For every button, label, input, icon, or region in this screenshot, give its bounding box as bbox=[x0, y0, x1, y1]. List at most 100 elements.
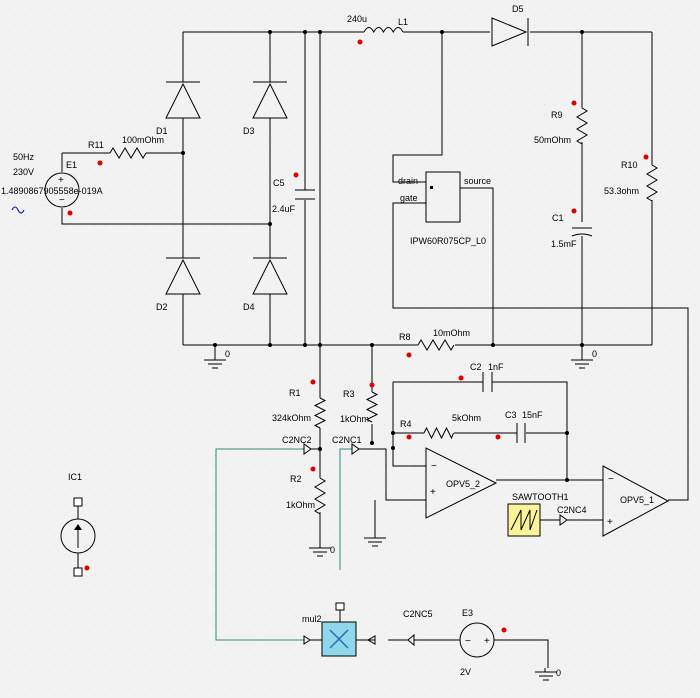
r3-value: 1kOhm bbox=[340, 414, 369, 424]
red-markers bbox=[67, 39, 649, 633]
sawtooth-name: SAWTOOTH1 bbox=[512, 492, 569, 502]
current-source-ic1[interactable]: IC1 bbox=[60, 472, 96, 577]
e1-name: E1 bbox=[66, 160, 77, 170]
r11-value: 100mOhm bbox=[122, 135, 164, 145]
svg-text:+: + bbox=[607, 517, 613, 528]
resistor-r10[interactable]: R10 53.3ohm bbox=[604, 160, 658, 202]
c2-value: 1nF bbox=[488, 362, 504, 372]
diode-d4[interactable]: D4 bbox=[243, 257, 288, 312]
e3-name: E3 bbox=[462, 608, 473, 618]
l1-name: L1 bbox=[398, 17, 408, 27]
d4-name: D4 bbox=[243, 302, 255, 312]
converter-c2nc1[interactable]: C2NC1 bbox=[332, 435, 364, 455]
capacitor-c3[interactable]: C3 15nF bbox=[505, 410, 543, 443]
svg-text:0: 0 bbox=[330, 545, 335, 555]
mosfet-ipw60r075cp[interactable]: drain gate source IPW60R075CP_L0 bbox=[398, 171, 491, 246]
capacitor-c5[interactable]: C5 2.4uF bbox=[272, 178, 315, 214]
opamp-opv5-1[interactable]: − + OPV5_1 bbox=[602, 465, 670, 537]
ac-source-e1[interactable]: + − E1 50Hz 230V 1.4890867905558e-019A bbox=[1, 152, 103, 214]
r10-value: 53.3ohm bbox=[604, 186, 639, 196]
ground-1: 0 bbox=[204, 349, 230, 369]
svg-text:−: − bbox=[59, 195, 65, 206]
c2nc1-name: C2NC1 bbox=[332, 435, 362, 445]
c2nc4-name: C2NC4 bbox=[557, 505, 587, 515]
ground-2: 0 bbox=[571, 349, 597, 369]
c2nc2-name: C2NC2 bbox=[282, 435, 312, 445]
svg-text:+: + bbox=[484, 636, 490, 647]
resistor-r3[interactable]: R3 1kOhm bbox=[340, 389, 379, 424]
e1-voltage: 230V bbox=[13, 167, 34, 177]
svg-text:+: + bbox=[58, 175, 64, 186]
diode-d1[interactable]: D1 bbox=[156, 81, 201, 136]
c2nc5-name: C2NC5 bbox=[403, 609, 433, 619]
l1-value: 240u bbox=[347, 14, 367, 24]
diode-d2[interactable]: D2 bbox=[156, 257, 201, 312]
c3-name: C3 bbox=[505, 410, 517, 420]
diode-d5[interactable]: D5 bbox=[491, 4, 529, 47]
e3-value: 2V bbox=[460, 667, 471, 677]
svg-text:0: 0 bbox=[556, 668, 561, 678]
ic1-name: IC1 bbox=[68, 472, 82, 482]
svg-text:0: 0 bbox=[225, 349, 230, 359]
sawtooth-source[interactable]: SAWTOOTH1 bbox=[507, 492, 569, 537]
converter-c2nc2[interactable]: C2NC2 bbox=[282, 435, 316, 455]
resistor-r8[interactable]: R8 10mOhm bbox=[399, 328, 470, 351]
svg-text:+: + bbox=[430, 487, 436, 498]
ground-5: 0 bbox=[535, 668, 561, 681]
mosfet-drain-label: drain bbox=[398, 176, 418, 186]
c2-name: C2 bbox=[470, 362, 482, 372]
svg-text:−: − bbox=[431, 461, 437, 472]
ground-3: 0 bbox=[309, 545, 335, 557]
dc-source-e3[interactable]: − + E3 2V bbox=[459, 608, 495, 677]
r8-value: 10mOhm bbox=[433, 328, 470, 338]
converter-c2nc5[interactable]: C2NC5 bbox=[403, 609, 433, 647]
r1-value: 324kOhm bbox=[272, 413, 311, 423]
mul2-name: mul2 bbox=[302, 614, 322, 624]
d3-name: D3 bbox=[243, 126, 255, 136]
c5-value: 2.4uF bbox=[272, 204, 296, 214]
resistor-r9[interactable]: R9 50mOhm bbox=[534, 107, 588, 145]
r1-name: R1 bbox=[289, 388, 301, 398]
resistor-r11[interactable]: R11 100mOhm bbox=[88, 135, 164, 159]
c3-value: 15nF bbox=[522, 410, 543, 420]
mosfet-gate-label: gate bbox=[400, 193, 418, 203]
ground-4 bbox=[364, 537, 386, 547]
inductor-l1[interactable]: 240u L1 bbox=[347, 14, 408, 34]
opv5-2-name: OPV5_2 bbox=[446, 479, 480, 489]
resistor-r2[interactable]: R2 1kOhm bbox=[286, 474, 326, 515]
r8-name: R8 bbox=[399, 332, 411, 342]
r3-name: R3 bbox=[343, 389, 355, 399]
d5-name: D5 bbox=[512, 4, 524, 14]
r10-name: R10 bbox=[621, 160, 638, 170]
capacitor-c1[interactable]: C1 1.5mF bbox=[551, 213, 593, 249]
r4-name: R4 bbox=[400, 419, 412, 429]
d1-name: D1 bbox=[156, 126, 168, 136]
r2-value: 1kOhm bbox=[286, 500, 315, 510]
capacitor-c2[interactable]: C2 1nF bbox=[470, 362, 504, 392]
diode-d3[interactable]: D3 bbox=[243, 81, 288, 136]
svg-text:−: − bbox=[465, 636, 471, 647]
resistor-r4[interactable]: R4 5kOhm bbox=[400, 413, 481, 440]
c1-name: C1 bbox=[552, 213, 564, 223]
svg-text:0: 0 bbox=[592, 349, 597, 359]
e1-phase: 1.4890867905558e-019A bbox=[1, 186, 103, 196]
opamp-opv5-2[interactable]: − + OPV5_2 bbox=[425, 447, 498, 519]
multiplier-mul2[interactable]: mul2 bbox=[302, 602, 376, 657]
svg-text:−: − bbox=[608, 474, 614, 485]
converter-c2nc4[interactable]: C2NC4 bbox=[557, 505, 587, 526]
r9-name: R9 bbox=[551, 110, 563, 120]
mosfet-source-label: source bbox=[464, 176, 491, 186]
junctions bbox=[181, 30, 584, 482]
wires bbox=[61, 31, 689, 672]
d2-name: D2 bbox=[156, 302, 168, 312]
opv5-1-name: OPV5_1 bbox=[620, 495, 654, 505]
resistor-r1[interactable]: R1 324kOhm bbox=[272, 388, 327, 429]
r11-name: R11 bbox=[88, 140, 104, 150]
r9-value: 50mOhm bbox=[534, 135, 571, 145]
e1-frequency: 50Hz bbox=[13, 152, 35, 162]
r4-value: 5kOhm bbox=[452, 413, 481, 423]
c1-value: 1.5mF bbox=[551, 239, 577, 249]
r2-name: R2 bbox=[290, 474, 302, 484]
mosfet-part-name: IPW60R075CP_L0 bbox=[410, 236, 486, 246]
